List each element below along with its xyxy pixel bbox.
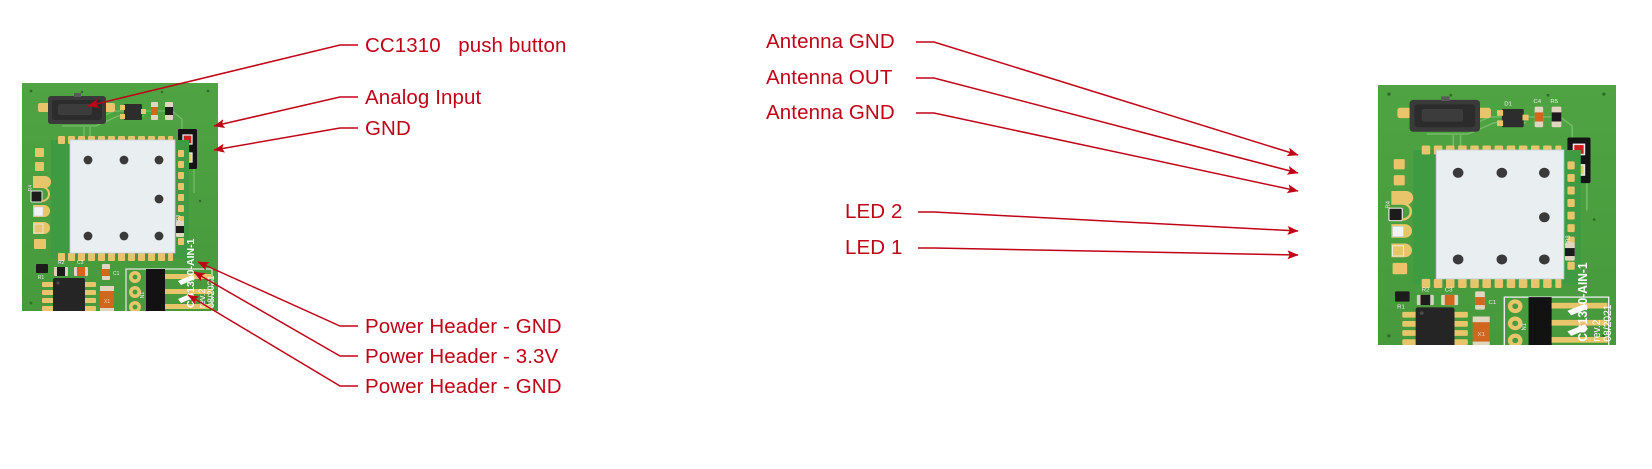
svg-text:X1: X1 — [1478, 332, 1485, 338]
svg-text:C4: C4 — [1533, 99, 1541, 105]
svg-text:CC1310-AIN-1: CC1310-AIN-1 — [1576, 262, 1590, 341]
resistor-r2: R2 — [1416, 288, 1434, 306]
svg-text:X1: X1 — [104, 299, 110, 305]
callout-power-header-3v3: Power Header - 3.3V — [365, 345, 559, 368]
leader-analog-input — [213, 96, 358, 129]
callout-power-header-gnd-1: Power Header - GND — [365, 315, 562, 338]
silkscreen-text: CC1310-AIN-1 rev.2 08/2021 — [1576, 262, 1615, 341]
resistor-r3: R3 — [176, 215, 184, 237]
resistor-r5 — [165, 102, 173, 120]
leader-led-1 — [918, 247, 1299, 260]
castellated-pads-bottom — [1421, 278, 1562, 288]
crystal-x1: X1 C2 — [1472, 316, 1490, 345]
svg-text:08/2021: 08/2021 — [206, 275, 216, 308]
callout-led-1: LED 1 — [845, 236, 903, 259]
svg-text:C1: C1 — [113, 271, 120, 277]
svg-text:R4: R4 — [1386, 200, 1392, 208]
resistor-r2: R2 — [54, 260, 68, 276]
leader-led-2 — [918, 211, 1299, 235]
leader-power-3v3 — [193, 271, 358, 357]
leader-antenna-gnd-top — [916, 41, 1299, 157]
svg-text:N1: N1 — [1522, 323, 1528, 330]
ic-u1: U1 — [1402, 307, 1468, 345]
callout-led-2: LED 2 — [845, 200, 903, 223]
svg-text:R2: R2 — [58, 260, 65, 266]
push-button-switch — [38, 93, 115, 124]
svg-text:R1: R1 — [38, 275, 45, 281]
svg-text:R2: R2 — [1422, 288, 1430, 294]
resistor-r5: R5 — [1550, 99, 1562, 128]
led-indicators — [33, 205, 50, 249]
capacitor-c3: C3 — [74, 260, 88, 276]
callout-antenna-gnd-bottom: Antenna GND — [766, 101, 895, 124]
antenna-pads-left: R4 — [28, 148, 51, 203]
svg-text:R5: R5 — [1550, 99, 1558, 105]
leader-antenna-out — [916, 77, 1299, 175]
capacitor-c1: C1 — [102, 264, 120, 280]
capacitor-c1: C1 — [1475, 291, 1497, 310]
callout-power-header-gnd-2: Power Header - GND — [365, 375, 562, 398]
pcb-right-board: D1 C4 R5 CON4 — [1378, 85, 1616, 345]
rf-shield-can — [69, 139, 176, 254]
svg-text:C3: C3 — [1445, 288, 1453, 294]
svg-text:rev.2: rev.2 — [1591, 319, 1603, 341]
power-header-n1: N1 — [1503, 296, 1610, 345]
push-button-switch — [1397, 96, 1491, 132]
svg-text:R3: R3 — [1566, 235, 1572, 243]
diode-d1: D1 — [1497, 102, 1529, 128]
svg-text:N1: N1 — [140, 292, 146, 299]
capacitor-c4 — [151, 102, 158, 120]
callout-antenna-gnd-top: Antenna GND — [766, 30, 895, 53]
resistor-r1: R1 — [36, 264, 48, 281]
svg-text:08/2021: 08/2021 — [1602, 304, 1614, 341]
capacitor-c4: C4 — [1533, 99, 1544, 128]
led-indicators — [1391, 224, 1412, 275]
callout-antenna-out: Antenna OUT — [766, 66, 893, 89]
svg-text:C3: C3 — [77, 260, 84, 266]
ic-u1: U1 — [42, 278, 96, 311]
callout-gnd: GND — [365, 117, 411, 140]
leader-antenna-gnd-bot — [916, 112, 1299, 194]
svg-text:R1: R1 — [1397, 305, 1405, 311]
leader-power-gnd-1 — [197, 261, 358, 327]
resistor-r3: R3 — [1565, 235, 1575, 261]
castellated-pads-bottom — [58, 253, 173, 261]
resistor-r1: R1 — [1395, 291, 1410, 310]
pcb-left-board: CON4 — [22, 83, 218, 311]
crystal-x1: X1 C2 — [100, 286, 114, 311]
svg-text:R3: R3 — [176, 215, 182, 222]
diode-d1 — [120, 104, 146, 120]
capacitor-c3: C3 — [1441, 288, 1459, 306]
svg-text:D1: D1 — [1504, 102, 1512, 108]
leader-gnd — [213, 127, 358, 153]
svg-text:R4: R4 — [28, 185, 34, 192]
callout-analog-input: Analog Input — [365, 86, 482, 109]
svg-text:CC1310-AIN-1: CC1310-AIN-1 — [185, 238, 197, 308]
antenna-pads-left: R4 — [1386, 159, 1414, 222]
rf-shield-can — [1435, 149, 1565, 280]
callout-cc1310-push-button: CC1310 push button — [365, 34, 567, 57]
svg-text:C1: C1 — [1489, 300, 1497, 306]
